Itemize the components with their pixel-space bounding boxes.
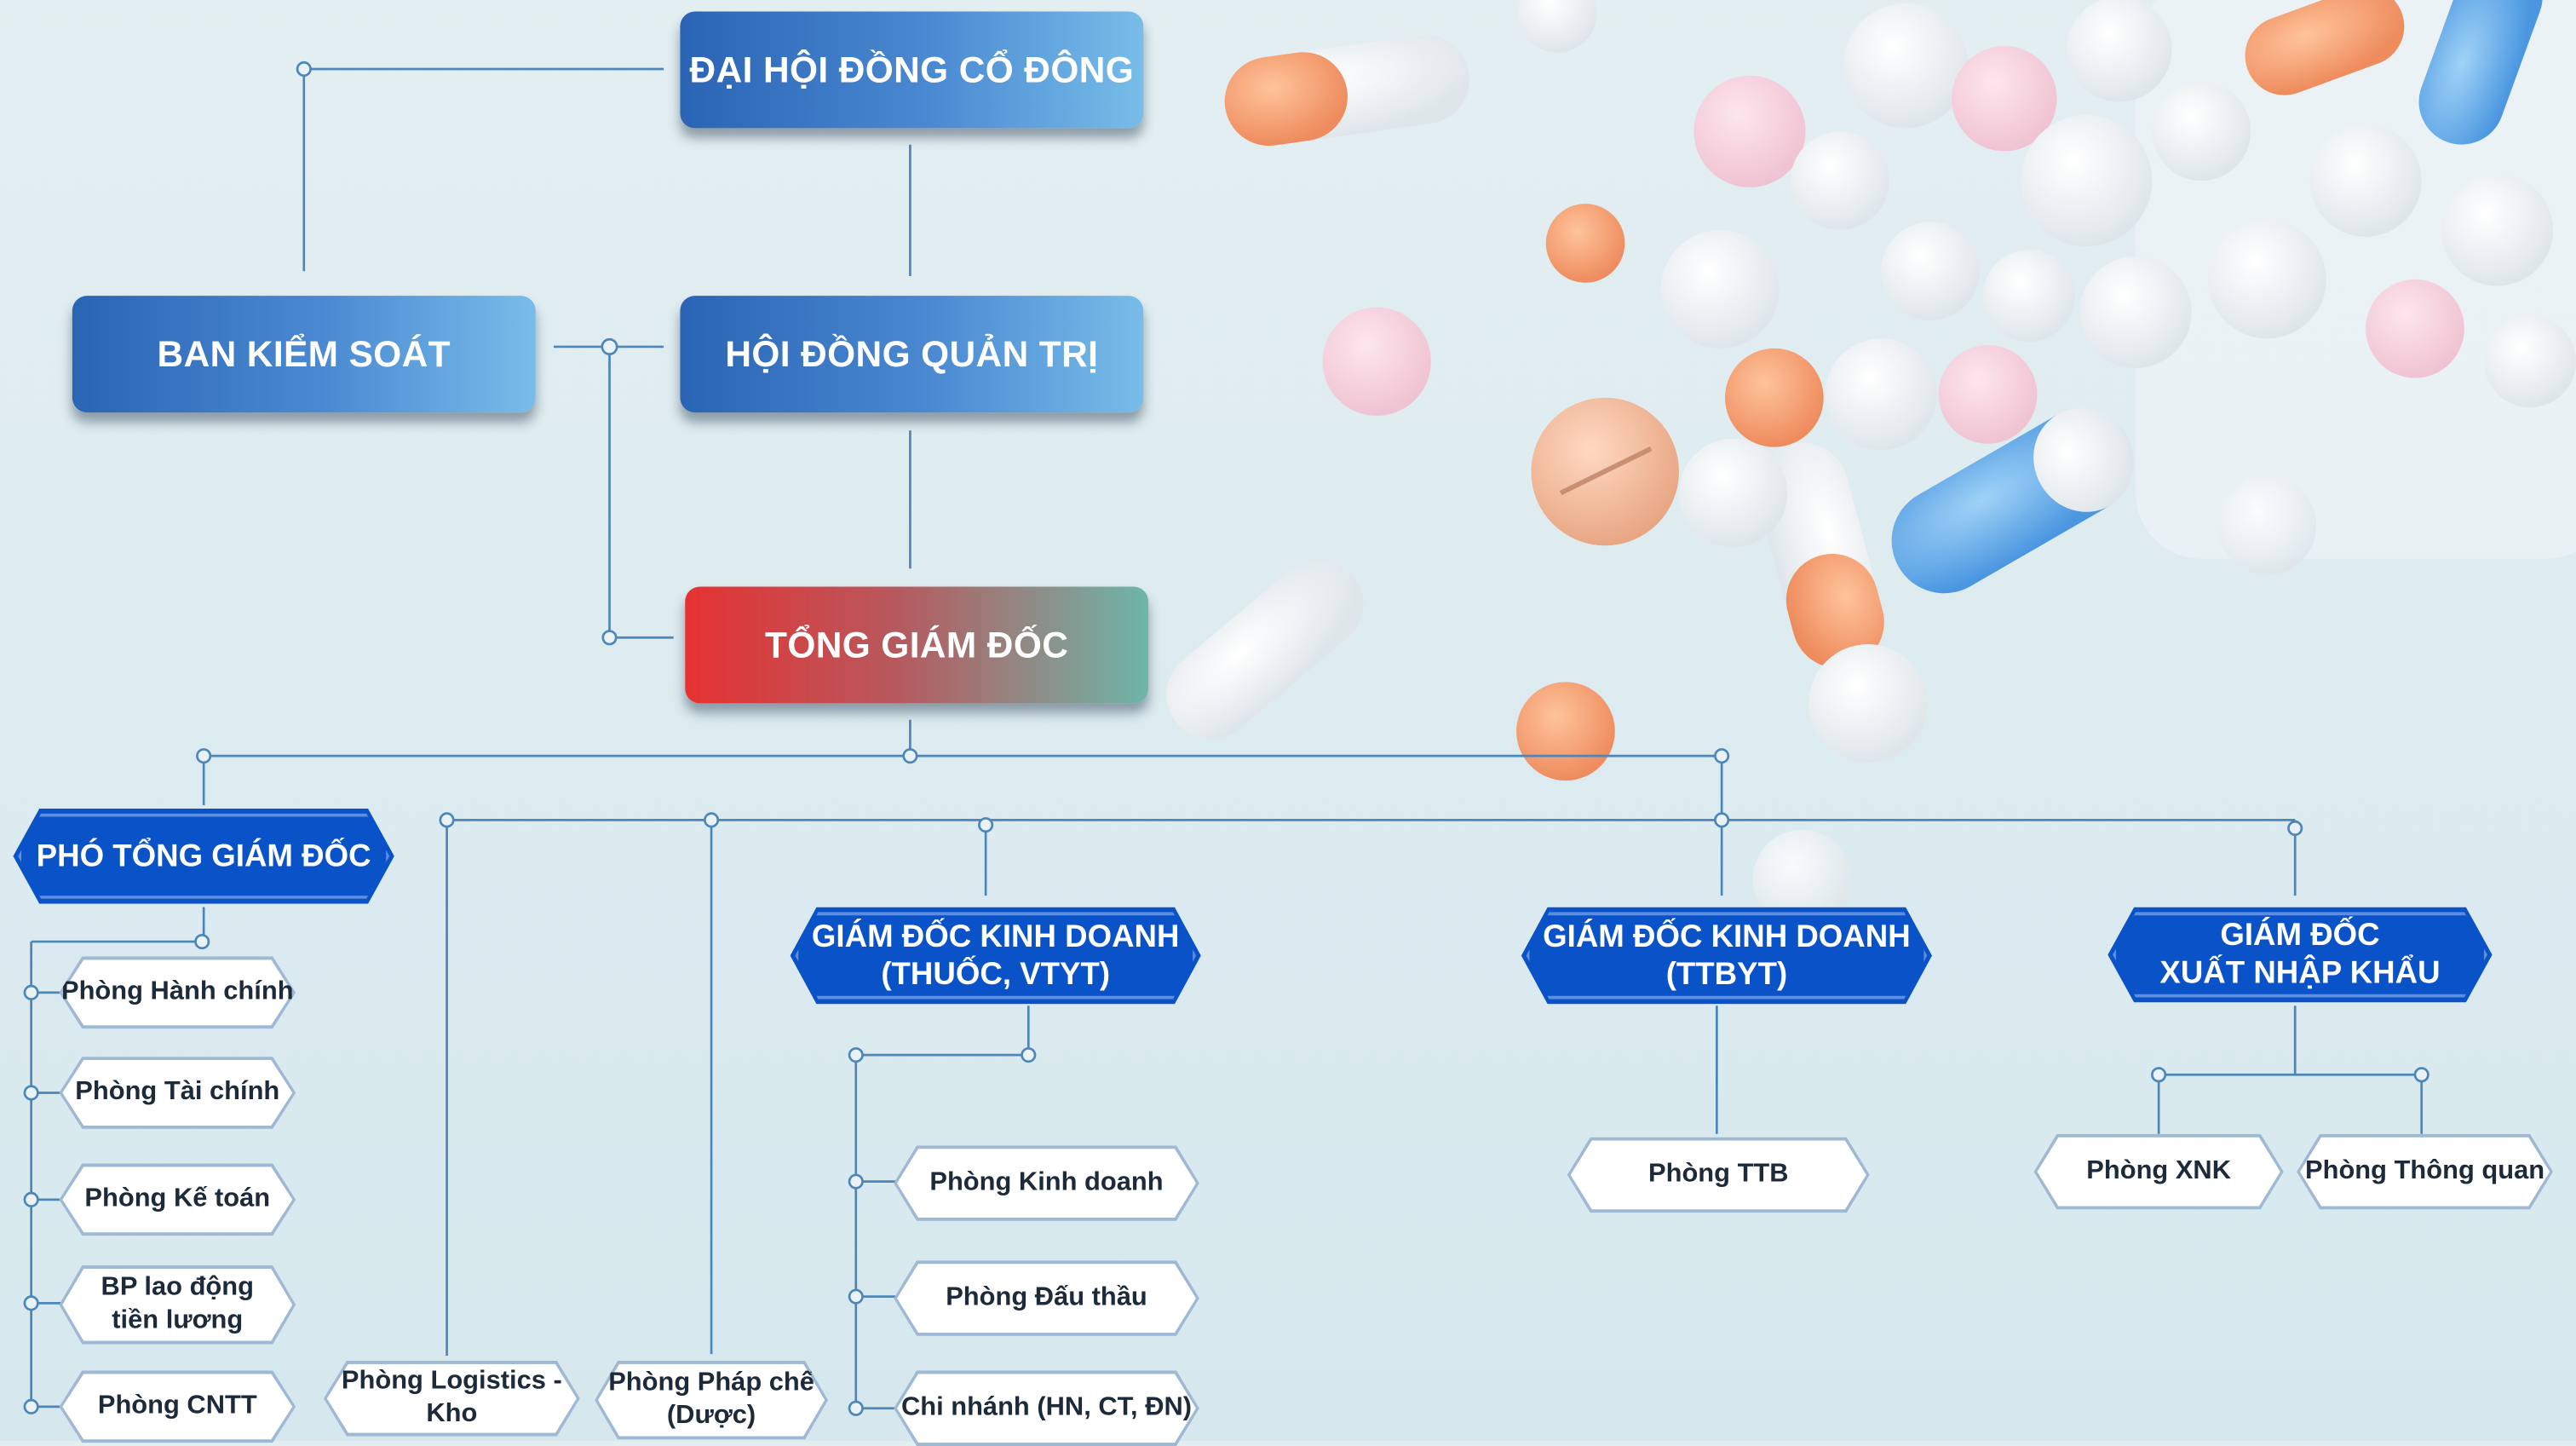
sales-equipment-director-label: GIÁM ĐỐC KINH DOANH (TTBYT) xyxy=(1543,919,1911,992)
shareholders-box: ĐẠI HỘI ĐỒNG CỔ ĐÔNG xyxy=(680,11,1144,129)
dept-sales-label: Phòng Kinh doanh xyxy=(929,1168,1164,1196)
sales-drugs-director-box: GIÁM ĐỐC KINH DOANH (THUỐC, VTYT) xyxy=(791,907,1201,1005)
deputy-director-label: PHÓ TỔNG GIÁM ĐỐC xyxy=(36,838,371,874)
dept-customs-label: Phòng Thông quan xyxy=(2305,1156,2545,1185)
dept-import-export-label: Phòng XNK xyxy=(2086,1156,2231,1185)
dept-payroll-label: BP lao động tiền lương xyxy=(101,1273,254,1334)
dept-customs: Phòng Thông quan xyxy=(2297,1134,2553,1210)
dept-payroll: BP lao động tiền lương xyxy=(59,1265,296,1345)
shareholders-label: ĐẠI HỘI ĐỒNG CỔ ĐÔNG xyxy=(689,48,1135,90)
dept-finance-label: Phòng Tài chính xyxy=(75,1078,280,1106)
ceo-box: TỔNG GIÁM ĐỐC xyxy=(685,586,1149,704)
import-export-director-label: GIÁM ĐỐC XUẤT NHẬP KHẨU xyxy=(2159,919,2441,991)
dept-finance: Phòng Tài chính xyxy=(59,1057,296,1129)
dept-branches: Chi nhánh (HN, CT, ĐN) xyxy=(894,1370,1199,1446)
dept-admin-label: Phòng Hành chính xyxy=(60,977,294,1006)
dept-tender-label: Phòng Đấu thầu xyxy=(946,1283,1147,1311)
sales-drugs-director-label: GIÁM ĐỐC KINH DOANH (THUỐC, VTYT) xyxy=(811,919,1180,992)
dept-legal: Phòng Pháp chế (Dược) xyxy=(595,1361,828,1440)
dept-accounting-label: Phòng Kế toán xyxy=(84,1184,271,1213)
ceo-label: TỔNG GIÁM ĐỐC xyxy=(765,623,1069,665)
dept-logistics-label: Phòng Logistics - Kho xyxy=(341,1367,562,1428)
board-box: HỘI ĐỒNG QUẢN TRỊ xyxy=(680,296,1144,413)
dept-sales: Phòng Kinh doanh xyxy=(894,1145,1199,1221)
board-label: HỘI ĐỒNG QUẢN TRỊ xyxy=(725,332,1099,374)
dept-import-export: Phòng XNK xyxy=(2034,1134,2284,1210)
dept-it: Phòng CNTT xyxy=(59,1370,296,1443)
dept-equipment: Phòng TTB xyxy=(1567,1138,1870,1213)
import-export-director-box: GIÁM ĐỐC XUẤT NHẬP KHẨU xyxy=(2107,907,2492,1003)
dept-accounting: Phòng Kế toán xyxy=(59,1163,296,1236)
dept-logistics: Phòng Logistics - Kho xyxy=(324,1361,580,1437)
dept-it-label: Phòng CNTT xyxy=(97,1391,257,1420)
dept-admin: Phòng Hành chính xyxy=(59,956,296,1028)
deputy-director-box: PHÓ TỔNG GIÁM ĐỐC xyxy=(13,809,394,904)
dept-equipment-label: Phòng TTB xyxy=(1648,1160,1789,1189)
supervisory-label: BAN KIỂM SOÁT xyxy=(157,332,451,374)
sales-equipment-director-box: GIÁM ĐỐC KINH DOANH (TTBYT) xyxy=(1521,907,1932,1005)
dept-tender: Phòng Đấu thầu xyxy=(894,1260,1199,1336)
dept-branches-label: Chi nhánh (HN, CT, ĐN) xyxy=(900,1393,1193,1422)
dept-legal-label: Phòng Pháp chế (Dược) xyxy=(608,1368,814,1430)
supervisory-box: BAN KIỂM SOÁT xyxy=(72,296,536,413)
